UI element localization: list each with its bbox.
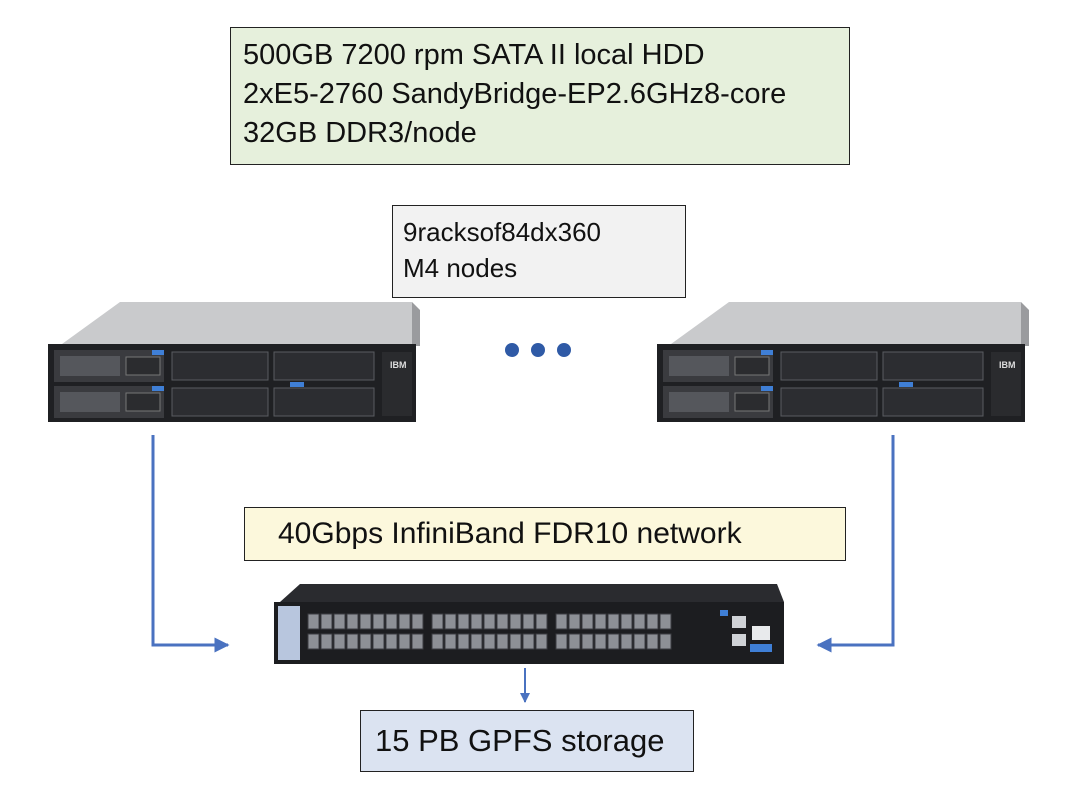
switch-port	[659, 613, 672, 630]
switch-port	[457, 633, 470, 650]
infiniband-switch	[274, 584, 784, 664]
switch-port	[581, 613, 594, 630]
switch-port	[431, 613, 444, 630]
switch-port	[333, 633, 346, 650]
switch-port	[509, 633, 522, 650]
ibm-logo: IBM	[390, 360, 407, 370]
ellipsis-icon	[505, 343, 571, 357]
rack-line-1: 9racksof84dx360	[403, 217, 602, 247]
storage-label: 15 PB GPFS storage	[375, 723, 665, 758]
switch-port	[307, 633, 320, 650]
switch-port	[483, 633, 496, 650]
server-top-panel	[62, 302, 412, 346]
switch-port	[496, 633, 509, 650]
rack-line-2: M4 nodes	[403, 253, 518, 283]
switch-port	[483, 613, 496, 630]
switch-port	[620, 613, 633, 630]
switch-port	[372, 633, 385, 650]
switch-port	[522, 613, 535, 630]
switch-port-array	[307, 613, 672, 650]
switch-port	[555, 633, 568, 650]
switch-port	[509, 613, 522, 630]
switch-port	[320, 633, 333, 650]
switch-port	[411, 633, 424, 650]
switch-port	[496, 613, 509, 630]
spec-line-cpu: 2xE5-2760 SandyBridge-EP2.6GHz8-core	[243, 78, 787, 110]
switch-port	[581, 633, 594, 650]
switch-front-panel	[274, 602, 784, 664]
switch-top-panel	[280, 584, 784, 602]
switch-port	[555, 613, 568, 630]
switch-port	[320, 613, 333, 630]
switch-port	[444, 613, 457, 630]
server-node-left: IBM	[48, 302, 420, 422]
switch-port	[411, 613, 424, 630]
spec-line-memory: 32GB DDR3/node	[243, 117, 477, 149]
switch-label-panel	[278, 606, 300, 660]
switch-port	[372, 613, 385, 630]
ibm-logo: IBM	[999, 360, 1016, 370]
switch-port	[607, 633, 620, 650]
switch-port	[359, 633, 372, 650]
switch-port	[568, 613, 581, 630]
right-server-to-switch-arrow	[816, 435, 895, 653]
switch-port	[333, 613, 346, 630]
switch-port	[398, 613, 411, 630]
switch-port	[535, 633, 548, 650]
switch-port	[607, 613, 620, 630]
switch-port	[620, 633, 633, 650]
switch-port	[633, 633, 646, 650]
spec-line-hdd: 500GB 7200 rpm SATA II local HDD	[243, 39, 705, 71]
storage-label-box: 15 PB GPFS storage	[360, 710, 694, 772]
switch-port	[431, 633, 444, 650]
switch-port	[346, 613, 359, 630]
switch-port	[359, 613, 372, 630]
switch-port	[659, 633, 672, 650]
switch-port	[594, 633, 607, 650]
switch-port	[470, 613, 483, 630]
switch-port	[535, 613, 548, 630]
switch-port	[457, 613, 470, 630]
switch-port	[470, 633, 483, 650]
node-spec-box: 500GB 7200 rpm SATA II local HDD 2xE5-27…	[230, 27, 850, 165]
rack-count-box: 9racksof84dx360 M4 nodes	[392, 205, 686, 298]
switch-port	[633, 613, 646, 630]
network-label-box: 40Gbps InfiniBand FDR10 network	[244, 507, 846, 561]
switch-port	[385, 613, 398, 630]
switch-port	[444, 633, 457, 650]
switch-port	[385, 633, 398, 650]
switch-port	[307, 613, 320, 630]
switch-port	[646, 633, 659, 650]
switch-port	[522, 633, 535, 650]
server-node-right: IBM	[657, 302, 1029, 422]
switch-port	[646, 613, 659, 630]
switch-port	[346, 633, 359, 650]
switch-port	[568, 633, 581, 650]
network-label: 40Gbps InfiniBand FDR10 network	[278, 517, 742, 550]
switch-port	[594, 613, 607, 630]
switch-port	[398, 633, 411, 650]
left-server-to-switch-arrow	[151, 435, 230, 653]
